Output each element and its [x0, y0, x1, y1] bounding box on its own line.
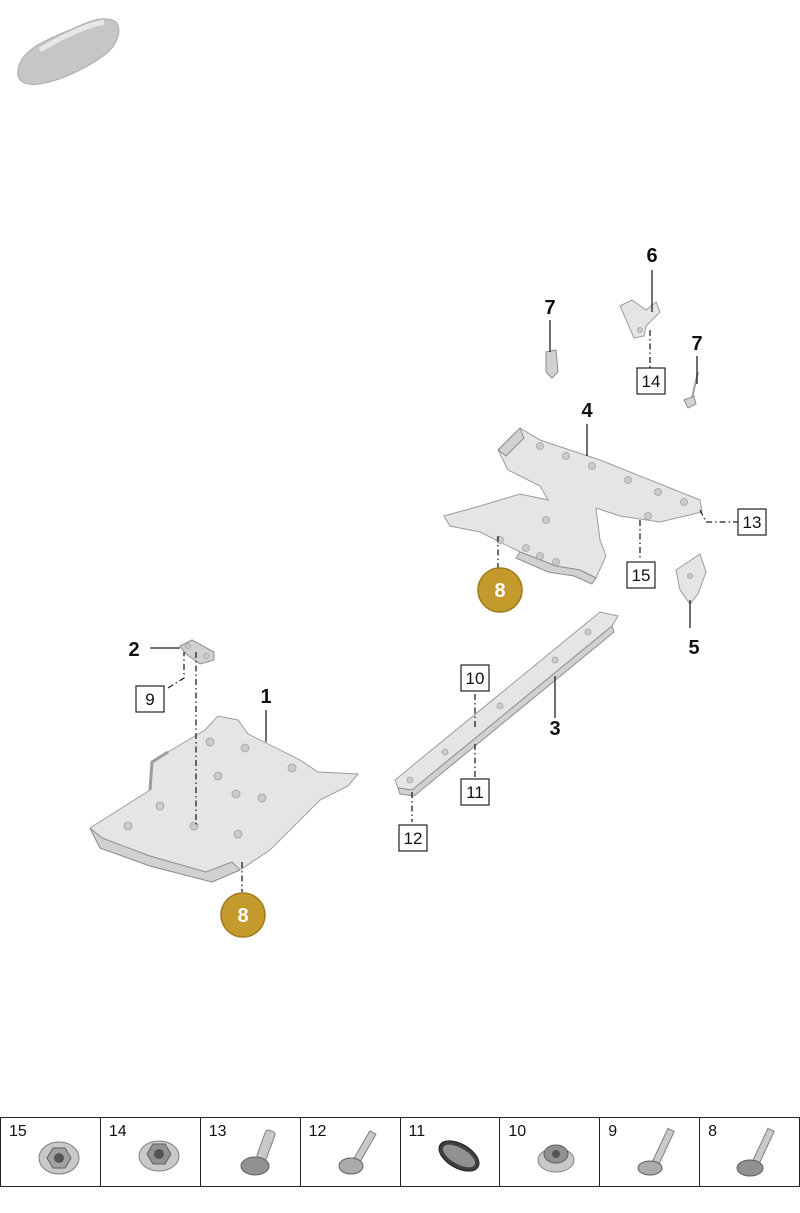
callout-4: 4 — [581, 400, 593, 422]
box-callout-13: 13 — [737, 508, 767, 536]
hex-nut-icon — [138, 1140, 180, 1172]
svg-text:8: 8 — [494, 580, 505, 602]
part-3-side-rail — [394, 611, 619, 797]
legend-number: 11 — [408, 1123, 426, 1140]
legend-cell-8[interactable]: 8 — [700, 1118, 799, 1186]
car-thumbnail-icon — [17, 18, 120, 85]
legend-cell-13[interactable]: 13 — [201, 1118, 301, 1186]
flange-nut-icon — [537, 1144, 575, 1173]
box-callout-14: 14 — [636, 367, 666, 395]
legend-cell-9[interactable]: 9 — [600, 1118, 701, 1186]
part-4-rear-underbody-panel — [443, 427, 703, 585]
hex-flange-nut-icon — [38, 1141, 80, 1175]
part-1-front-underbody-panel — [89, 715, 360, 883]
callout-1: 1 — [260, 686, 271, 708]
part-5-bracket — [675, 553, 707, 605]
part-2-bracket — [179, 639, 215, 665]
svg-text:11: 11 — [466, 783, 484, 802]
gold-marker-8-rear[interactable]: 8 — [477, 567, 523, 613]
svg-text:13: 13 — [743, 513, 762, 532]
gold-marker-8-front[interactable]: 8 — [220, 892, 266, 938]
legend-cell-12[interactable]: 12 — [301, 1118, 401, 1186]
svg-text:14: 14 — [642, 372, 661, 391]
legend-cell-15[interactable]: 15 — [1, 1118, 101, 1186]
box-callout-9: 9 — [135, 685, 165, 713]
callout-3: 3 — [549, 718, 560, 740]
callout-7-right: 7 — [691, 333, 702, 355]
bolt-icon — [637, 1127, 676, 1176]
box-callout-15: 15 — [626, 561, 656, 589]
svg-text:15: 15 — [632, 566, 651, 585]
legend-cell-11[interactable]: 11 — [401, 1118, 501, 1186]
dash-9 — [167, 652, 185, 689]
box-callout-10: 10 — [460, 664, 490, 692]
legend-number: 15 — [9, 1123, 27, 1140]
legend-number: 10 — [508, 1123, 527, 1140]
svg-text:12: 12 — [404, 829, 423, 848]
svg-text:8: 8 — [237, 905, 248, 927]
clip-disc-icon — [438, 1140, 479, 1172]
part-6-bracket — [619, 299, 661, 339]
svg-text:9: 9 — [145, 690, 154, 709]
dash-13 — [699, 509, 738, 523]
box-callout-11: 11 — [460, 778, 490, 806]
callout-6: 6 — [646, 245, 657, 267]
svg-text:10: 10 — [466, 669, 485, 688]
legend-number: 12 — [308, 1123, 327, 1140]
fastener-legend: 15 14 13 12 11 1 — [0, 1117, 800, 1187]
legend-number: 8 — [708, 1123, 718, 1140]
screw-washer-icon — [338, 1130, 377, 1175]
legend-number: 9 — [608, 1123, 618, 1140]
legend-cell-10[interactable]: 10 — [500, 1118, 601, 1186]
part-7-clip-left — [545, 349, 559, 379]
callout-5: 5 — [688, 637, 699, 659]
screw-icon — [736, 1127, 776, 1177]
part-7-clip-right — [683, 371, 699, 409]
legend-cell-14[interactable]: 14 — [101, 1118, 201, 1186]
legend-number: 14 — [108, 1123, 127, 1140]
legend-number: 13 — [208, 1123, 227, 1140]
expansion-rivet-icon — [240, 1129, 276, 1176]
callout-2: 2 — [128, 639, 139, 661]
box-callout-12: 12 — [398, 824, 428, 852]
callout-7-left: 7 — [544, 297, 555, 319]
